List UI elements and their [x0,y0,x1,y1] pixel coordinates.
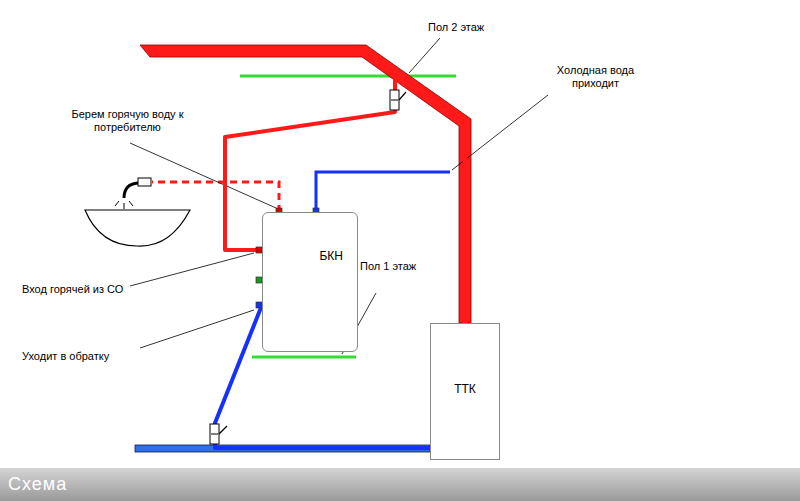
water-spray [115,201,133,209]
cold-water-pipe [316,172,450,212]
callout-label: Берем горячую воду к потребителю [40,108,215,134]
boiler-box: ТТК [430,323,500,460]
tank-box: БКН [262,212,358,352]
sink-bowl [85,210,190,246]
valve-symbol [390,90,406,110]
node-label: БКН [277,249,343,263]
callout-label: Холодная вода приходит [548,64,643,90]
callout-label: Пол 1 этаж [360,260,416,273]
faucet-head [138,178,151,186]
faucet [124,183,138,198]
node-label: ТТК [431,382,499,396]
caption-bar [0,468,800,501]
caption: Схема [8,474,67,495]
callout-label: Уходит в обратку [22,350,109,363]
leader-lines [130,38,548,354]
callout-label: Вход горячей из СО [22,283,123,296]
valve-symbol [210,424,227,444]
floor-line [252,356,356,359]
floor-line [240,75,456,78]
hot-water-pipe [152,182,279,212]
callout-label: Пол 2 этаж [428,21,484,34]
